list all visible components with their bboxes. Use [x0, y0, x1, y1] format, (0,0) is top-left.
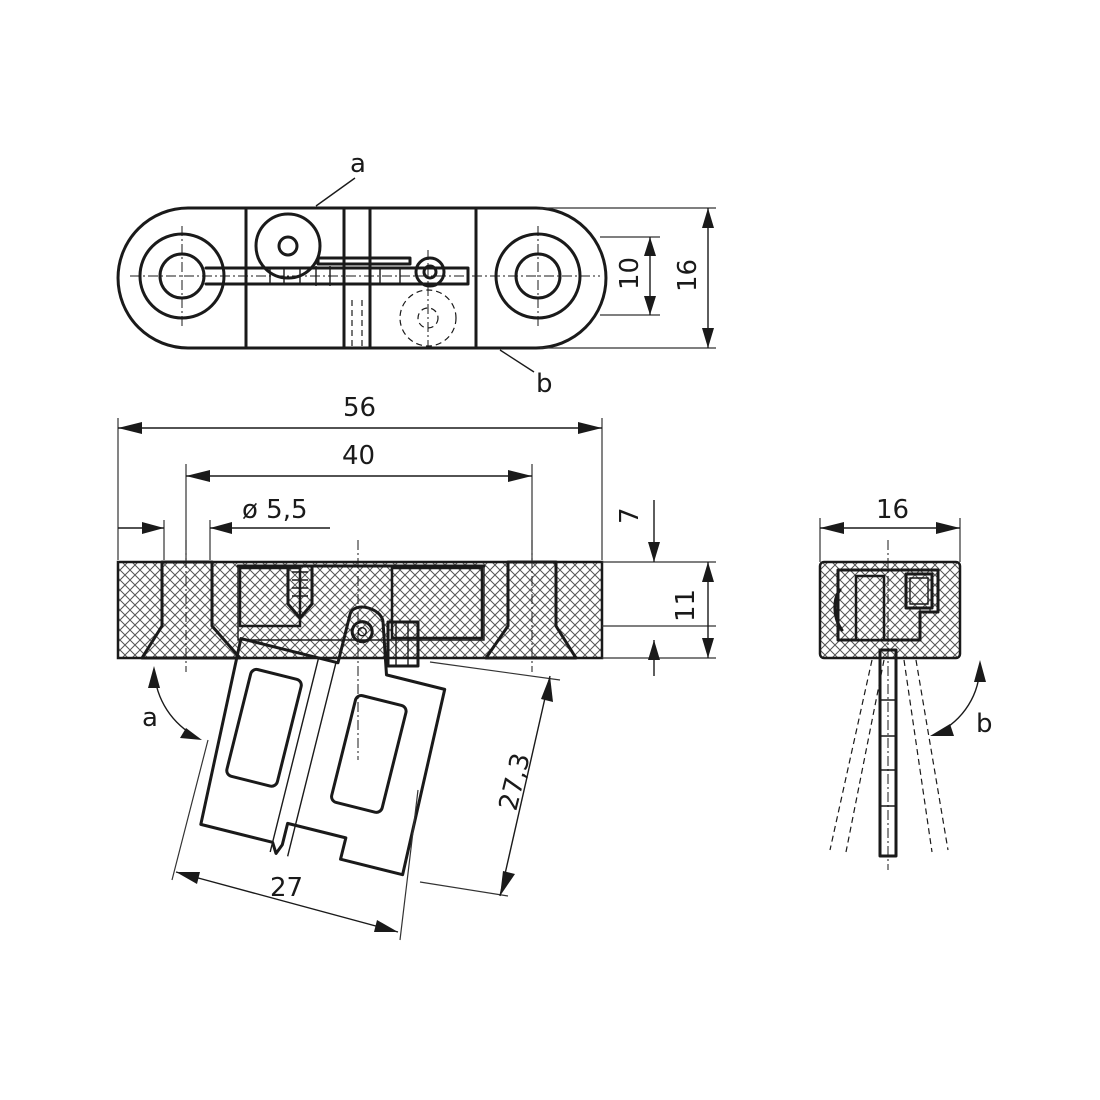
right-countersink	[484, 560, 578, 660]
side-plate	[878, 648, 898, 858]
side-dim-16: 16	[876, 495, 909, 525]
front-dim-56: 56	[343, 393, 376, 423]
front-dim-hole-diameter: ø 5,5	[242, 495, 308, 525]
front-view: 56 40 ø 5,5	[116, 393, 716, 941]
pivot-boss	[254, 212, 322, 280]
pivot-pin	[277, 235, 299, 257]
side-label-b: b	[976, 709, 993, 739]
front-label-a: a	[142, 703, 158, 733]
front-dim-11: 11	[671, 589, 701, 622]
front-dim-40: 40	[342, 441, 375, 471]
top-view: a b 10 16	[116, 149, 716, 399]
front-dim-27: 27	[270, 873, 303, 903]
top-view-outline	[116, 206, 608, 350]
front-dim-7: 7	[615, 507, 645, 524]
left-countersink	[140, 560, 242, 660]
top-view-inner-plate	[244, 208, 478, 348]
top-view-dim-10: 10	[615, 257, 645, 290]
front-dim-27-3: 27,3	[494, 750, 537, 813]
front-flap	[199, 605, 447, 877]
side-view: 16 b	[818, 495, 993, 870]
hinge-rod	[204, 266, 470, 286]
top-view-dim-16: 16	[673, 259, 703, 292]
top-view-label-b: b	[536, 369, 553, 399]
top-view-label-a: a	[350, 149, 366, 179]
front-body-hatched	[116, 560, 604, 660]
front-screw	[286, 564, 314, 620]
